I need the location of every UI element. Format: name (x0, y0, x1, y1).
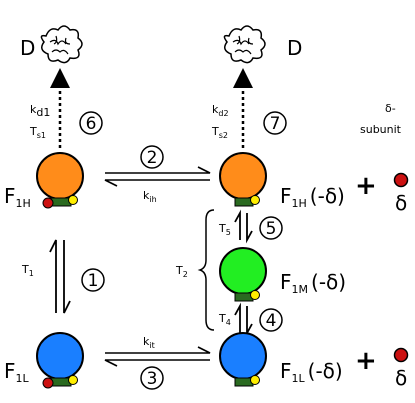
denatured-protein-left-icon (40, 25, 83, 64)
equilibrium-arrow-bottom (104, 346, 211, 367)
rate-ts2: Ts2 (211, 125, 228, 140)
svg-text:3: 3 (147, 369, 158, 389)
equilibrium-arrow-left-vertical (49, 239, 71, 314)
svg-text:4: 4 (266, 311, 277, 331)
rate-kih: kih (143, 189, 157, 204)
delta-subunit-label-line2: subunit (360, 123, 402, 136)
step-5-badge: 5 (259, 216, 283, 240)
rate-t2: T2 (175, 264, 188, 279)
svg-text:6: 6 (86, 114, 97, 134)
svg-text:7: 7 (270, 114, 281, 134)
label-f1h-right: F1H(-δ) (280, 184, 345, 210)
rate-t5: T5 (218, 222, 231, 237)
equilibrium-arrow-step4 (234, 302, 253, 337)
delta-symbol-top: δ (395, 191, 407, 215)
f1m-delta-complex-icon (219, 247, 267, 302)
equilibrium-arrow-top (104, 166, 211, 187)
svg-text:1: 1 (88, 271, 99, 291)
rate-ts1: Ts1 (29, 125, 46, 140)
label-f1l-left: F1L (4, 359, 30, 385)
step-3-badge: 3 (140, 366, 164, 390)
f1h-delta-complex-right-icon (219, 152, 267, 207)
denatured-label-right: D (287, 36, 302, 60)
step-2-badge: 2 (140, 145, 164, 169)
step-6-badge: 6 (79, 111, 103, 135)
rate-t4: T4 (218, 312, 231, 327)
rate-kit: kit (143, 335, 155, 350)
plus-sign-top: + (355, 171, 377, 201)
free-delta-subunit-bottom-icon (393, 347, 409, 363)
label-f1h-left: F1H (4, 184, 31, 210)
f1l-delta-complex-right-icon (219, 332, 267, 387)
free-delta-subunit-top-icon (393, 172, 409, 188)
denatured-label-left: D (20, 36, 35, 60)
svg-text:2: 2 (147, 148, 158, 168)
rate-kd1: kd1 (30, 103, 50, 119)
step-1-badge: 1 (81, 268, 105, 292)
step-7-badge: 7 (263, 111, 287, 135)
svg-text:5: 5 (266, 219, 277, 239)
f1l-complex-left-icon (36, 332, 84, 389)
rate-t1: T1 (21, 263, 34, 278)
t2-bracket (197, 209, 215, 331)
delta-symbol-bottom: δ (395, 366, 407, 390)
rate-kd2: kd2 (212, 103, 229, 118)
equilibrium-arrow-step5 (234, 209, 253, 244)
denatured-protein-right-icon (223, 25, 266, 64)
delta-subunit-label-line1: δ- (385, 102, 396, 115)
plus-sign-bottom: + (355, 346, 377, 376)
label-f1m: F1M(-δ) (280, 270, 346, 296)
f1h-complex-left-icon (36, 152, 84, 209)
step-4-badge: 4 (259, 308, 283, 332)
label-f1l-right: F1L(-δ) (280, 359, 343, 385)
